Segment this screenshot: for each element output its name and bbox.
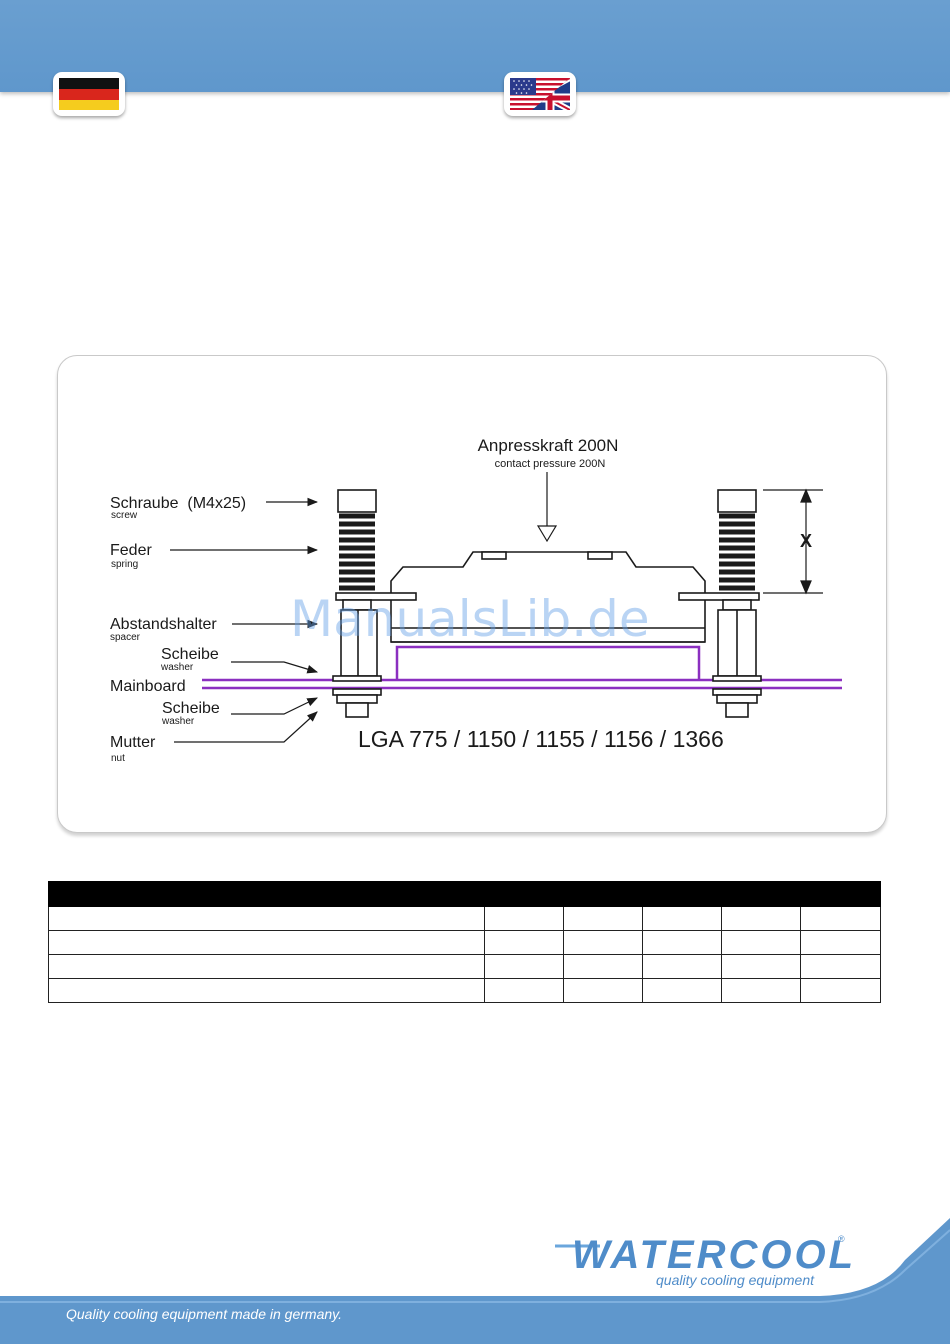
pressure-arrow-head bbox=[536, 525, 558, 543]
label-screw-en: screw bbox=[111, 510, 138, 521]
label-spacer-de: Abstandshalter bbox=[110, 616, 217, 633]
table-row bbox=[48, 906, 881, 931]
mounting-diagram: Anpresskraft 200N contact pressure 200N … bbox=[110, 436, 842, 764]
left-mount-assembly bbox=[332, 489, 417, 718]
table-header-cell bbox=[48, 881, 485, 907]
label-washer-bottom-de: Scheibe bbox=[162, 700, 220, 717]
table-header-row bbox=[48, 881, 881, 907]
registered-mark: ® bbox=[838, 1234, 845, 1244]
label-mainboard: Mainboard bbox=[110, 678, 186, 695]
cooler-block bbox=[390, 551, 706, 643]
footer-graphic: WATERCOOL ® bbox=[0, 1218, 950, 1344]
title-de: Anpresskraft 200N bbox=[478, 436, 619, 455]
socket-label: LGA 775 / 1150 / 1155 / 1156 / 1366 bbox=[358, 726, 724, 752]
spec-table bbox=[48, 881, 881, 1003]
us-uk-flag-icon[interactable] bbox=[504, 72, 576, 116]
label-washer-bottom-en: washer bbox=[161, 716, 195, 727]
arrow-nut bbox=[174, 711, 318, 743]
label-spring-de: Feder bbox=[110, 542, 152, 559]
watercool-logo: WATERCOOL ® bbox=[555, 1233, 856, 1277]
dimension-x-label: X bbox=[800, 531, 812, 551]
title-en: contact pressure 200N bbox=[495, 458, 606, 470]
table-header-cell bbox=[484, 881, 564, 907]
header-band bbox=[0, 0, 950, 92]
table-header-cell bbox=[642, 881, 722, 907]
table-row bbox=[48, 930, 881, 955]
mounting-diagram-panel: Anpresskraft 200N contact pressure 200N … bbox=[57, 355, 887, 833]
table-row bbox=[48, 954, 881, 979]
brand-tagline: quality cooling equipment bbox=[656, 1272, 814, 1288]
german-flag-icon[interactable] bbox=[53, 72, 125, 116]
table-header-cell bbox=[563, 881, 643, 907]
table-header-cell bbox=[721, 881, 881, 907]
label-screw-de: Schraube (M4x25) bbox=[110, 495, 246, 512]
right-mount-assembly bbox=[678, 489, 762, 718]
logo-text: WATERCOOL bbox=[572, 1233, 856, 1277]
table-row bbox=[48, 978, 881, 1003]
watermark: ManualsLib.de bbox=[290, 590, 650, 648]
label-nut-de: Mutter bbox=[110, 734, 156, 751]
footer-text: Quality cooling equipment made in german… bbox=[66, 1306, 343, 1322]
label-nut-en: nut bbox=[111, 753, 125, 764]
label-washer-top-en: washer bbox=[160, 662, 194, 673]
footer-band bbox=[0, 1218, 950, 1344]
arrow-washer-top bbox=[231, 661, 319, 674]
arrow-washer-bottom bbox=[231, 697, 318, 715]
label-spacer-en: spacer bbox=[110, 632, 141, 643]
label-spring-en: spring bbox=[111, 559, 138, 570]
label-washer-top-de: Scheibe bbox=[161, 646, 219, 663]
dimension-x bbox=[763, 488, 823, 595]
footer-highlight bbox=[0, 1229, 950, 1303]
